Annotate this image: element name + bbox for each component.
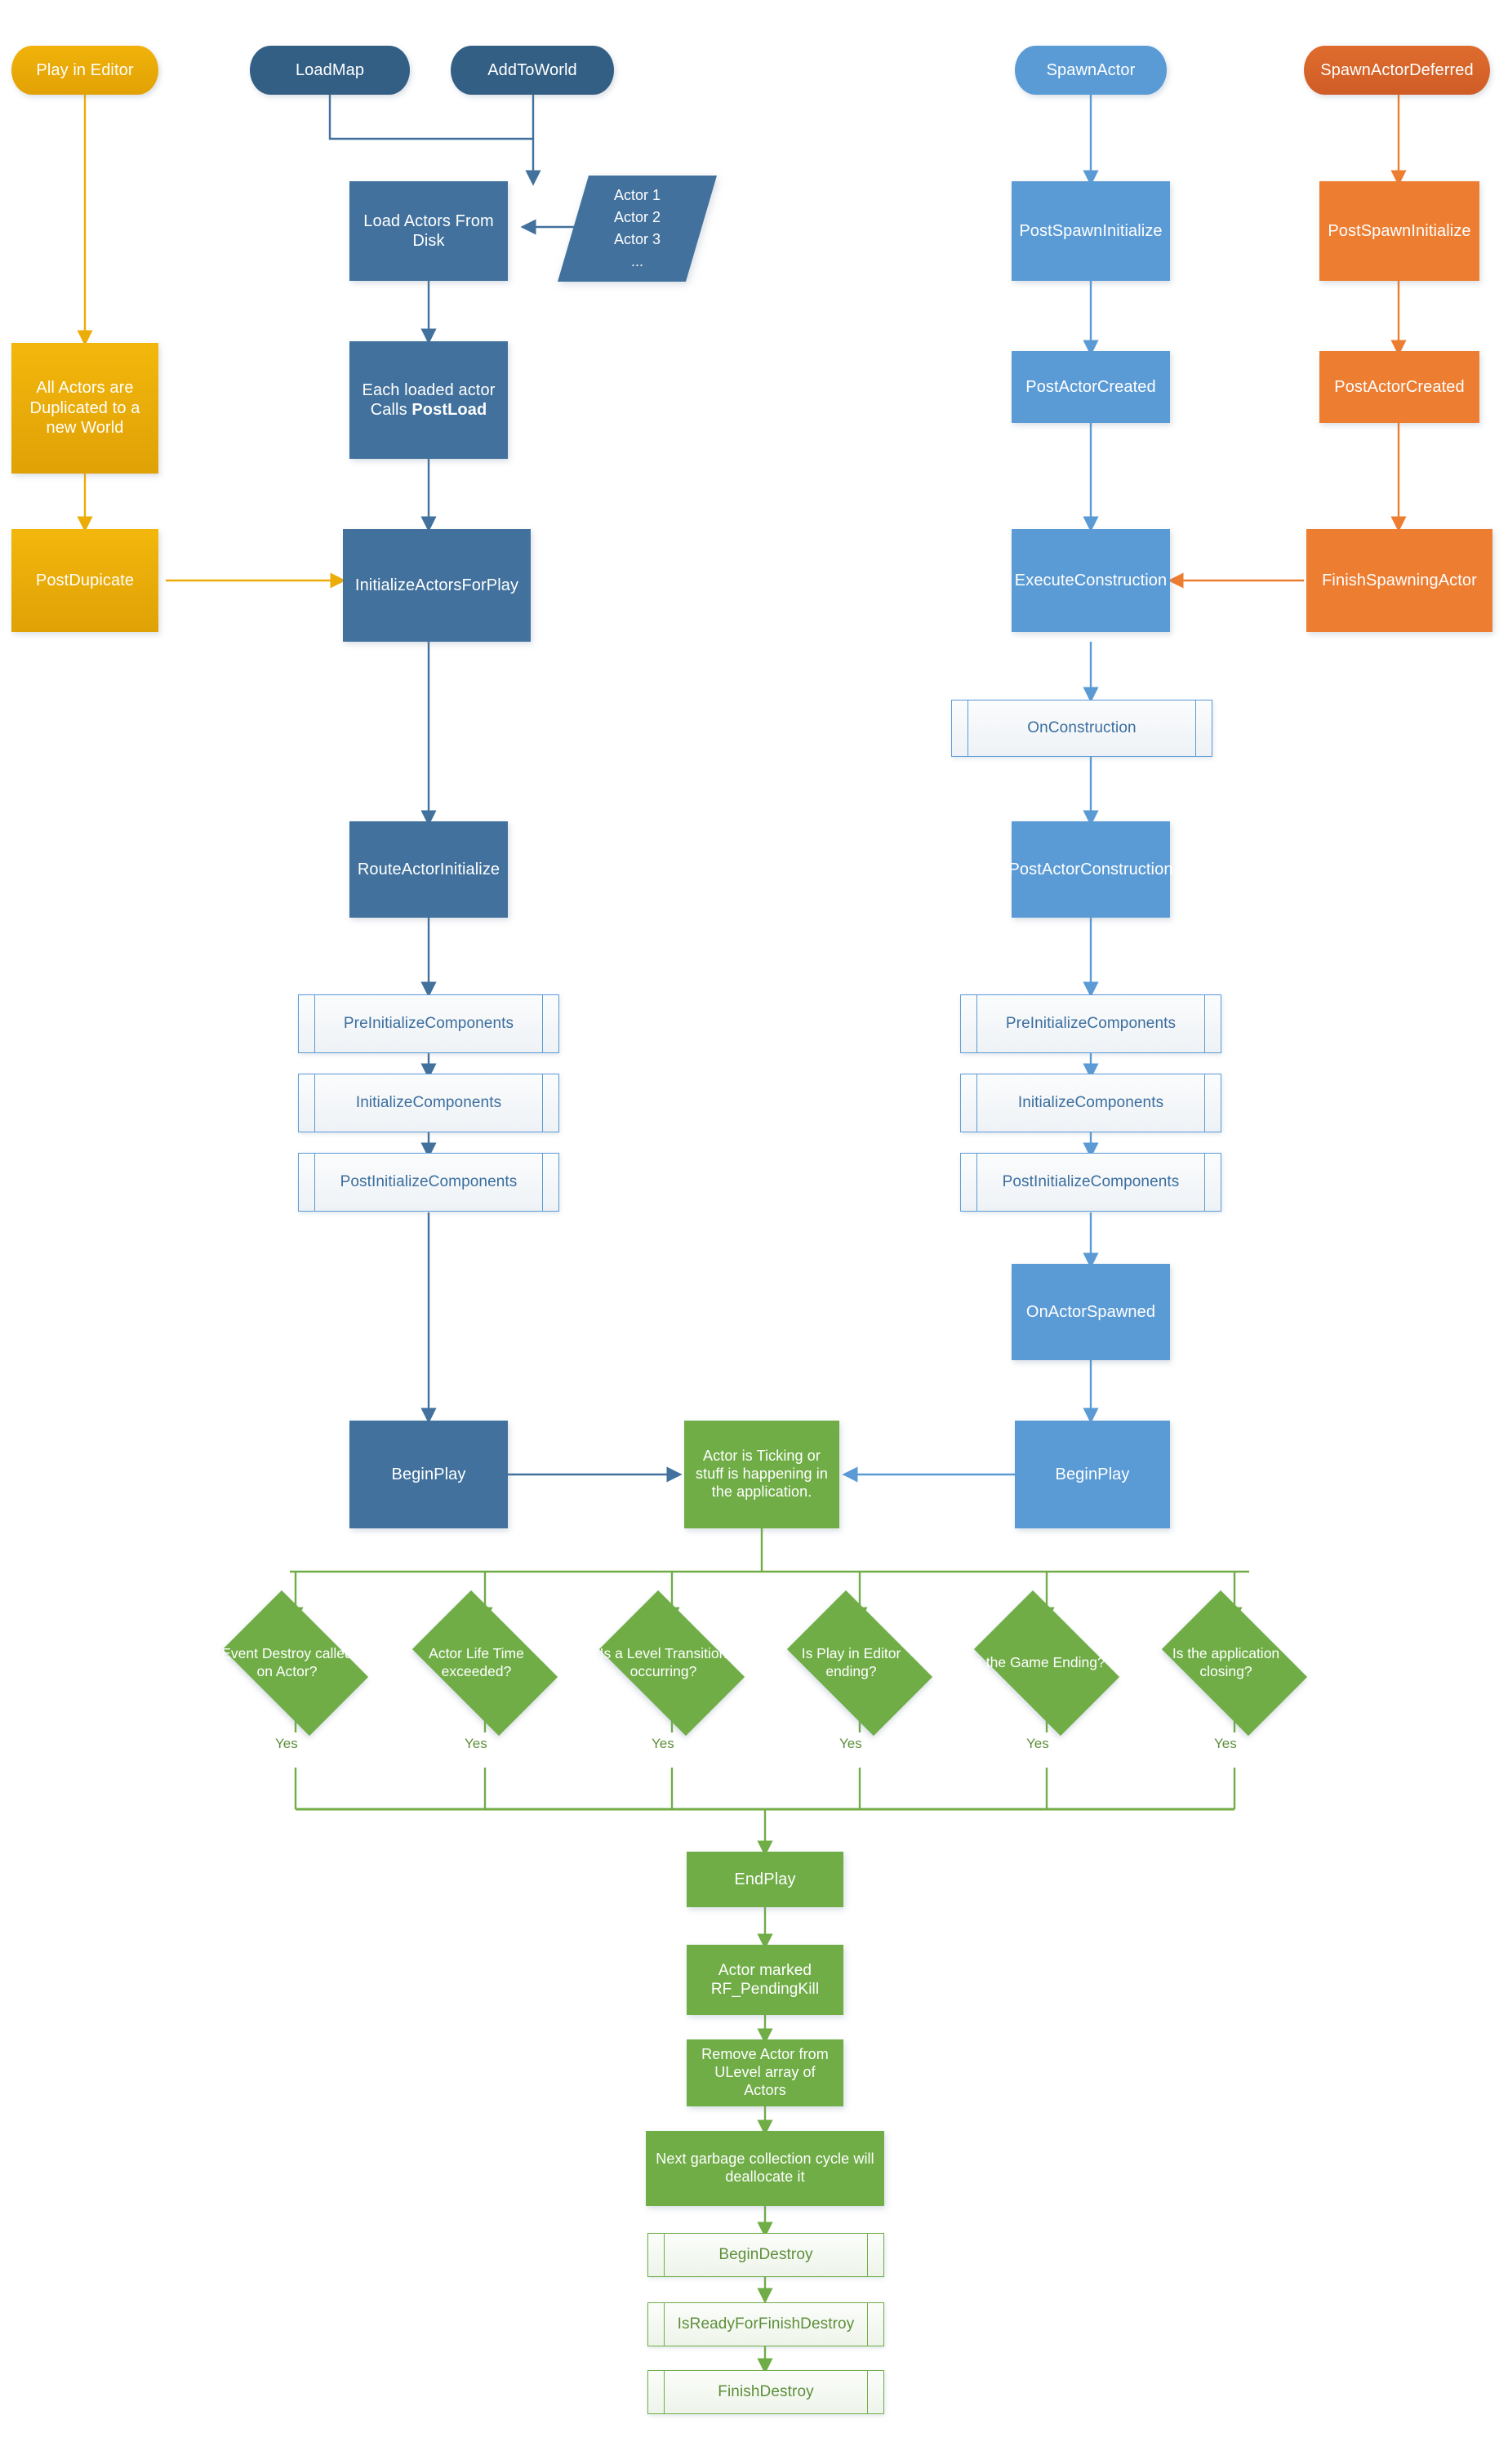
predefined-is-ready-for-finish-destroy[interactable]: IsReadyForFinishDestroy bbox=[647, 2302, 884, 2346]
decision-level-transition-occurring[interactable]: Is a Level Transition occurring? bbox=[598, 1590, 745, 1737]
process-load-actors-from-disk-label: Load Actors From Disk bbox=[363, 211, 494, 250]
data-actor-list-line-2: Actor 2 bbox=[613, 209, 661, 225]
process-remove-actor-from-ulevel[interactable]: Remove Actor from ULevel array of Actors bbox=[687, 2039, 843, 2106]
process-end-play[interactable]: EndPlay bbox=[687, 1852, 843, 1907]
predefined-post-initialize-components-left[interactable]: PostInitializeComponents bbox=[298, 1153, 559, 1212]
process-route-actor-initialize-label: RouteActorInitialize bbox=[357, 860, 500, 878]
predefined-post-initialize-components-right-label: PostInitializeComponents bbox=[1002, 1173, 1180, 1191]
terminator-load-map[interactable]: LoadMap bbox=[250, 46, 410, 95]
data-actor-list: Actor 1 Actor 2 Actor 3 ... bbox=[558, 176, 717, 282]
process-post-duplicate[interactable]: PostDupicate bbox=[11, 529, 158, 632]
process-execute-construction[interactable]: ExecuteConstruction bbox=[1012, 529, 1170, 632]
process-each-loaded-actor-label: Each loaded actor Calls PostLoad bbox=[356, 380, 501, 420]
branch-label-yes-6: Yes bbox=[1214, 1736, 1237, 1751]
predefined-initialize-components-right-label: InitializeComponents bbox=[1017, 1094, 1164, 1112]
decision-level-transition-occurring-label: Is a Level Transition occurring? bbox=[599, 1645, 727, 1679]
process-actor-ticking[interactable]: Actor is Ticking or stuff is happening i… bbox=[684, 1421, 839, 1528]
terminator-play-in-editor-label: Play in Editor bbox=[36, 60, 134, 79]
process-actor-marked-pendingkill[interactable]: Actor marked RF_PendingKill bbox=[687, 1945, 843, 2015]
branch-label-yes-2: Yes bbox=[465, 1736, 487, 1751]
process-finish-spawning-actor[interactable]: FinishSpawningActor bbox=[1306, 529, 1492, 632]
process-post-spawn-initialize-orange-label: PostSpawnInitialize bbox=[1328, 221, 1471, 240]
predefined-post-initialize-components-right[interactable]: PostInitializeComponents bbox=[960, 1153, 1221, 1212]
decision-application-closing-label: Is the application closing? bbox=[1172, 1645, 1280, 1679]
process-execute-construction-label: ExecuteConstruction bbox=[1014, 571, 1168, 589]
process-begin-play-right-label: BeginPlay bbox=[1055, 1465, 1130, 1483]
predefined-is-ready-for-finish-destroy-label: IsReadyForFinishDestroy bbox=[677, 2315, 855, 2333]
process-begin-play-right[interactable]: BeginPlay bbox=[1015, 1421, 1170, 1528]
predefined-pre-initialize-components-left[interactable]: PreInitializeComponents bbox=[298, 994, 559, 1053]
decision-actor-life-time-exceeded-label: Actor Life Time exceeded? bbox=[429, 1645, 524, 1679]
process-post-spawn-initialize-orange[interactable]: PostSpawnInitialize bbox=[1319, 181, 1479, 281]
process-all-actors-duplicated[interactable]: All Actors are Duplicated to a new World bbox=[11, 343, 158, 474]
process-post-actor-created-orange[interactable]: PostActorCreated bbox=[1319, 351, 1479, 423]
process-all-actors-duplicated-label: All Actors are Duplicated to a new World bbox=[29, 379, 140, 438]
process-post-actor-created-blue-label: PostActorCreated bbox=[1025, 377, 1156, 396]
branch-label-yes-5: Yes bbox=[1026, 1736, 1049, 1751]
process-post-actor-construction-label: PostActorConstruction bbox=[1008, 860, 1173, 878]
decision-event-destroy-called-label: Event Destroy called on Actor? bbox=[221, 1645, 353, 1679]
process-begin-play-left-label: BeginPlay bbox=[391, 1465, 466, 1483]
postload-bold: PostLoad bbox=[411, 401, 487, 419]
decision-game-ending-label: Is the Game Ending? bbox=[971, 1654, 1105, 1671]
predefined-on-construction[interactable]: OnConstruction bbox=[951, 700, 1212, 757]
process-initialize-actors-for-play-label: InitializeActorsForPlay bbox=[354, 576, 519, 594]
process-post-spawn-initialize-blue-label: PostSpawnInitialize bbox=[1019, 221, 1163, 240]
process-load-actors-from-disk[interactable]: Load Actors From Disk bbox=[349, 181, 508, 281]
terminator-spawn-actor-deferred-label: SpawnActorDeferred bbox=[1320, 60, 1474, 79]
process-post-actor-created-blue[interactable]: PostActorCreated bbox=[1012, 351, 1170, 423]
branch-label-yes-3: Yes bbox=[652, 1736, 674, 1751]
process-next-gc-cycle-label: Next garbage collection cycle will deall… bbox=[656, 2150, 874, 2185]
terminator-add-to-world-label: AddToWorld bbox=[487, 60, 577, 79]
predefined-initialize-components-right[interactable]: InitializeComponents bbox=[960, 1074, 1221, 1132]
data-actor-list-line-4: ... bbox=[630, 253, 643, 269]
process-actor-ticking-label: Actor is Ticking or stuff is happening i… bbox=[696, 1448, 828, 1500]
terminator-spawn-actor-deferred[interactable]: SpawnActorDeferred bbox=[1304, 46, 1490, 95]
process-each-loaded-actor-postload[interactable]: Each loaded actor Calls PostLoad bbox=[349, 341, 508, 459]
decision-play-in-editor-ending[interactable]: Is Play in Editor ending? bbox=[786, 1590, 933, 1737]
predefined-pre-initialize-components-right-label: PreInitializeComponents bbox=[1005, 1015, 1177, 1033]
predefined-pre-initialize-components-right[interactable]: PreInitializeComponents bbox=[960, 994, 1221, 1053]
terminator-spawn-actor[interactable]: SpawnActor bbox=[1015, 46, 1167, 95]
decision-actor-life-time-exceeded[interactable]: Actor Life Time exceeded? bbox=[411, 1590, 558, 1737]
terminator-load-map-label: LoadMap bbox=[295, 60, 365, 79]
decision-application-closing[interactable]: Is the application closing? bbox=[1161, 1590, 1308, 1737]
data-actor-list-line-1: Actor 1 bbox=[613, 187, 661, 203]
branch-label-yes-4: Yes bbox=[839, 1736, 862, 1751]
predefined-post-initialize-components-left-label: PostInitializeComponents bbox=[340, 1173, 518, 1191]
predefined-initialize-components-left-label: InitializeComponents bbox=[355, 1094, 502, 1112]
parallelogram-shape bbox=[558, 176, 717, 282]
predefined-on-construction-label: OnConstruction bbox=[1027, 719, 1137, 737]
data-actor-list-line-3: Actor 3 bbox=[613, 231, 661, 247]
process-on-actor-spawned-label: OnActorSpawned bbox=[1025, 1302, 1156, 1321]
decision-game-ending[interactable]: Is the Game Ending? bbox=[971, 1590, 1120, 1737]
process-on-actor-spawned[interactable]: OnActorSpawned bbox=[1012, 1264, 1170, 1360]
predefined-finish-destroy-label: FinishDestroy bbox=[718, 2383, 814, 2401]
process-finish-spawning-actor-label: FinishSpawningActor bbox=[1322, 571, 1477, 589]
process-post-actor-created-orange-label: PostActorCreated bbox=[1334, 377, 1465, 396]
terminator-add-to-world[interactable]: AddToWorld bbox=[451, 46, 614, 95]
predefined-pre-initialize-components-left-label: PreInitializeComponents bbox=[343, 1015, 514, 1033]
process-begin-play-left[interactable]: BeginPlay bbox=[349, 1421, 508, 1528]
predefined-begin-destroy[interactable]: BeginDestroy bbox=[647, 2233, 884, 2277]
process-post-duplicate-label: PostDupicate bbox=[35, 571, 135, 589]
predefined-begin-destroy-label: BeginDestroy bbox=[718, 2246, 813, 2264]
process-post-spawn-initialize-blue[interactable]: PostSpawnInitialize bbox=[1012, 181, 1170, 281]
process-route-actor-initialize[interactable]: RouteActorInitialize bbox=[349, 821, 508, 918]
decision-event-destroy-called[interactable]: Event Destroy called on Actor? bbox=[221, 1590, 369, 1737]
process-remove-actor-from-ulevel-label: Remove Actor from ULevel array of Actors bbox=[701, 2046, 829, 2098]
branch-label-yes-1: Yes bbox=[275, 1736, 298, 1751]
process-end-play-label: EndPlay bbox=[734, 1870, 796, 1888]
postload-prefix: Each loaded actor Calls bbox=[362, 380, 496, 419]
process-initialize-actors-for-play[interactable]: InitializeActorsForPlay bbox=[343, 529, 531, 642]
decision-play-in-editor-ending-label: Is Play in Editor ending? bbox=[801, 1645, 901, 1679]
terminator-play-in-editor[interactable]: Play in Editor bbox=[11, 46, 158, 95]
terminator-spawn-actor-label: SpawnActor bbox=[1046, 60, 1136, 79]
predefined-initialize-components-left[interactable]: InitializeComponents bbox=[298, 1074, 559, 1132]
predefined-finish-destroy[interactable]: FinishDestroy bbox=[647, 2370, 884, 2414]
process-next-gc-cycle[interactable]: Next garbage collection cycle will deall… bbox=[646, 2131, 884, 2206]
process-actor-marked-pendingkill-label: Actor marked RF_PendingKill bbox=[710, 1961, 820, 1998]
process-post-actor-construction[interactable]: PostActorConstruction bbox=[1008, 821, 1172, 918]
